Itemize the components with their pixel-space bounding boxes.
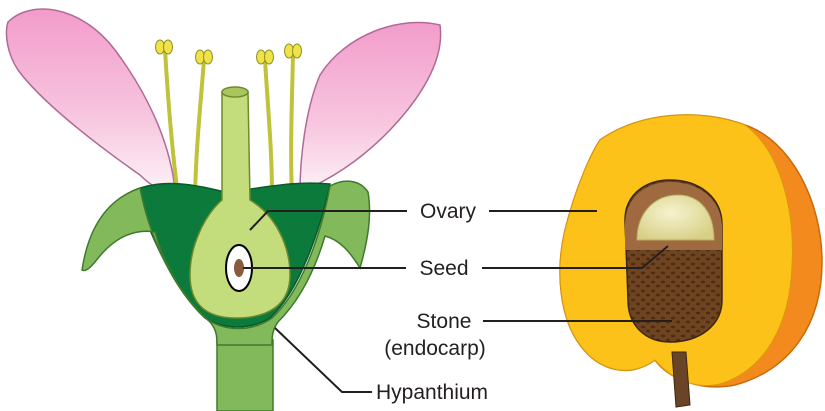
- anther-8: [293, 44, 302, 58]
- label-endocarp: (endocarp): [384, 337, 486, 360]
- seed-ovule: [234, 259, 244, 277]
- stigma: [222, 87, 248, 97]
- filament-4: [291, 55, 293, 196]
- peach-cross-section: [560, 115, 822, 407]
- label-ovary: Ovary: [420, 200, 477, 223]
- label-stone: Stone: [417, 310, 472, 333]
- flower-stalk: [217, 340, 273, 411]
- anther-6: [265, 50, 274, 64]
- filament-3: [265, 60, 272, 196]
- left-petal: [6, 9, 175, 190]
- label-seed: Seed: [419, 257, 468, 280]
- anther-4: [204, 50, 213, 64]
- label-hypanthium: Hypanthium: [376, 381, 488, 404]
- right-petal: [300, 22, 441, 192]
- labels: Ovary Seed Stone (endocarp) Hypanthium: [376, 200, 488, 404]
- hypanthium-leader: [275, 328, 372, 392]
- filament-2: [195, 60, 204, 196]
- anther-2: [164, 40, 173, 54]
